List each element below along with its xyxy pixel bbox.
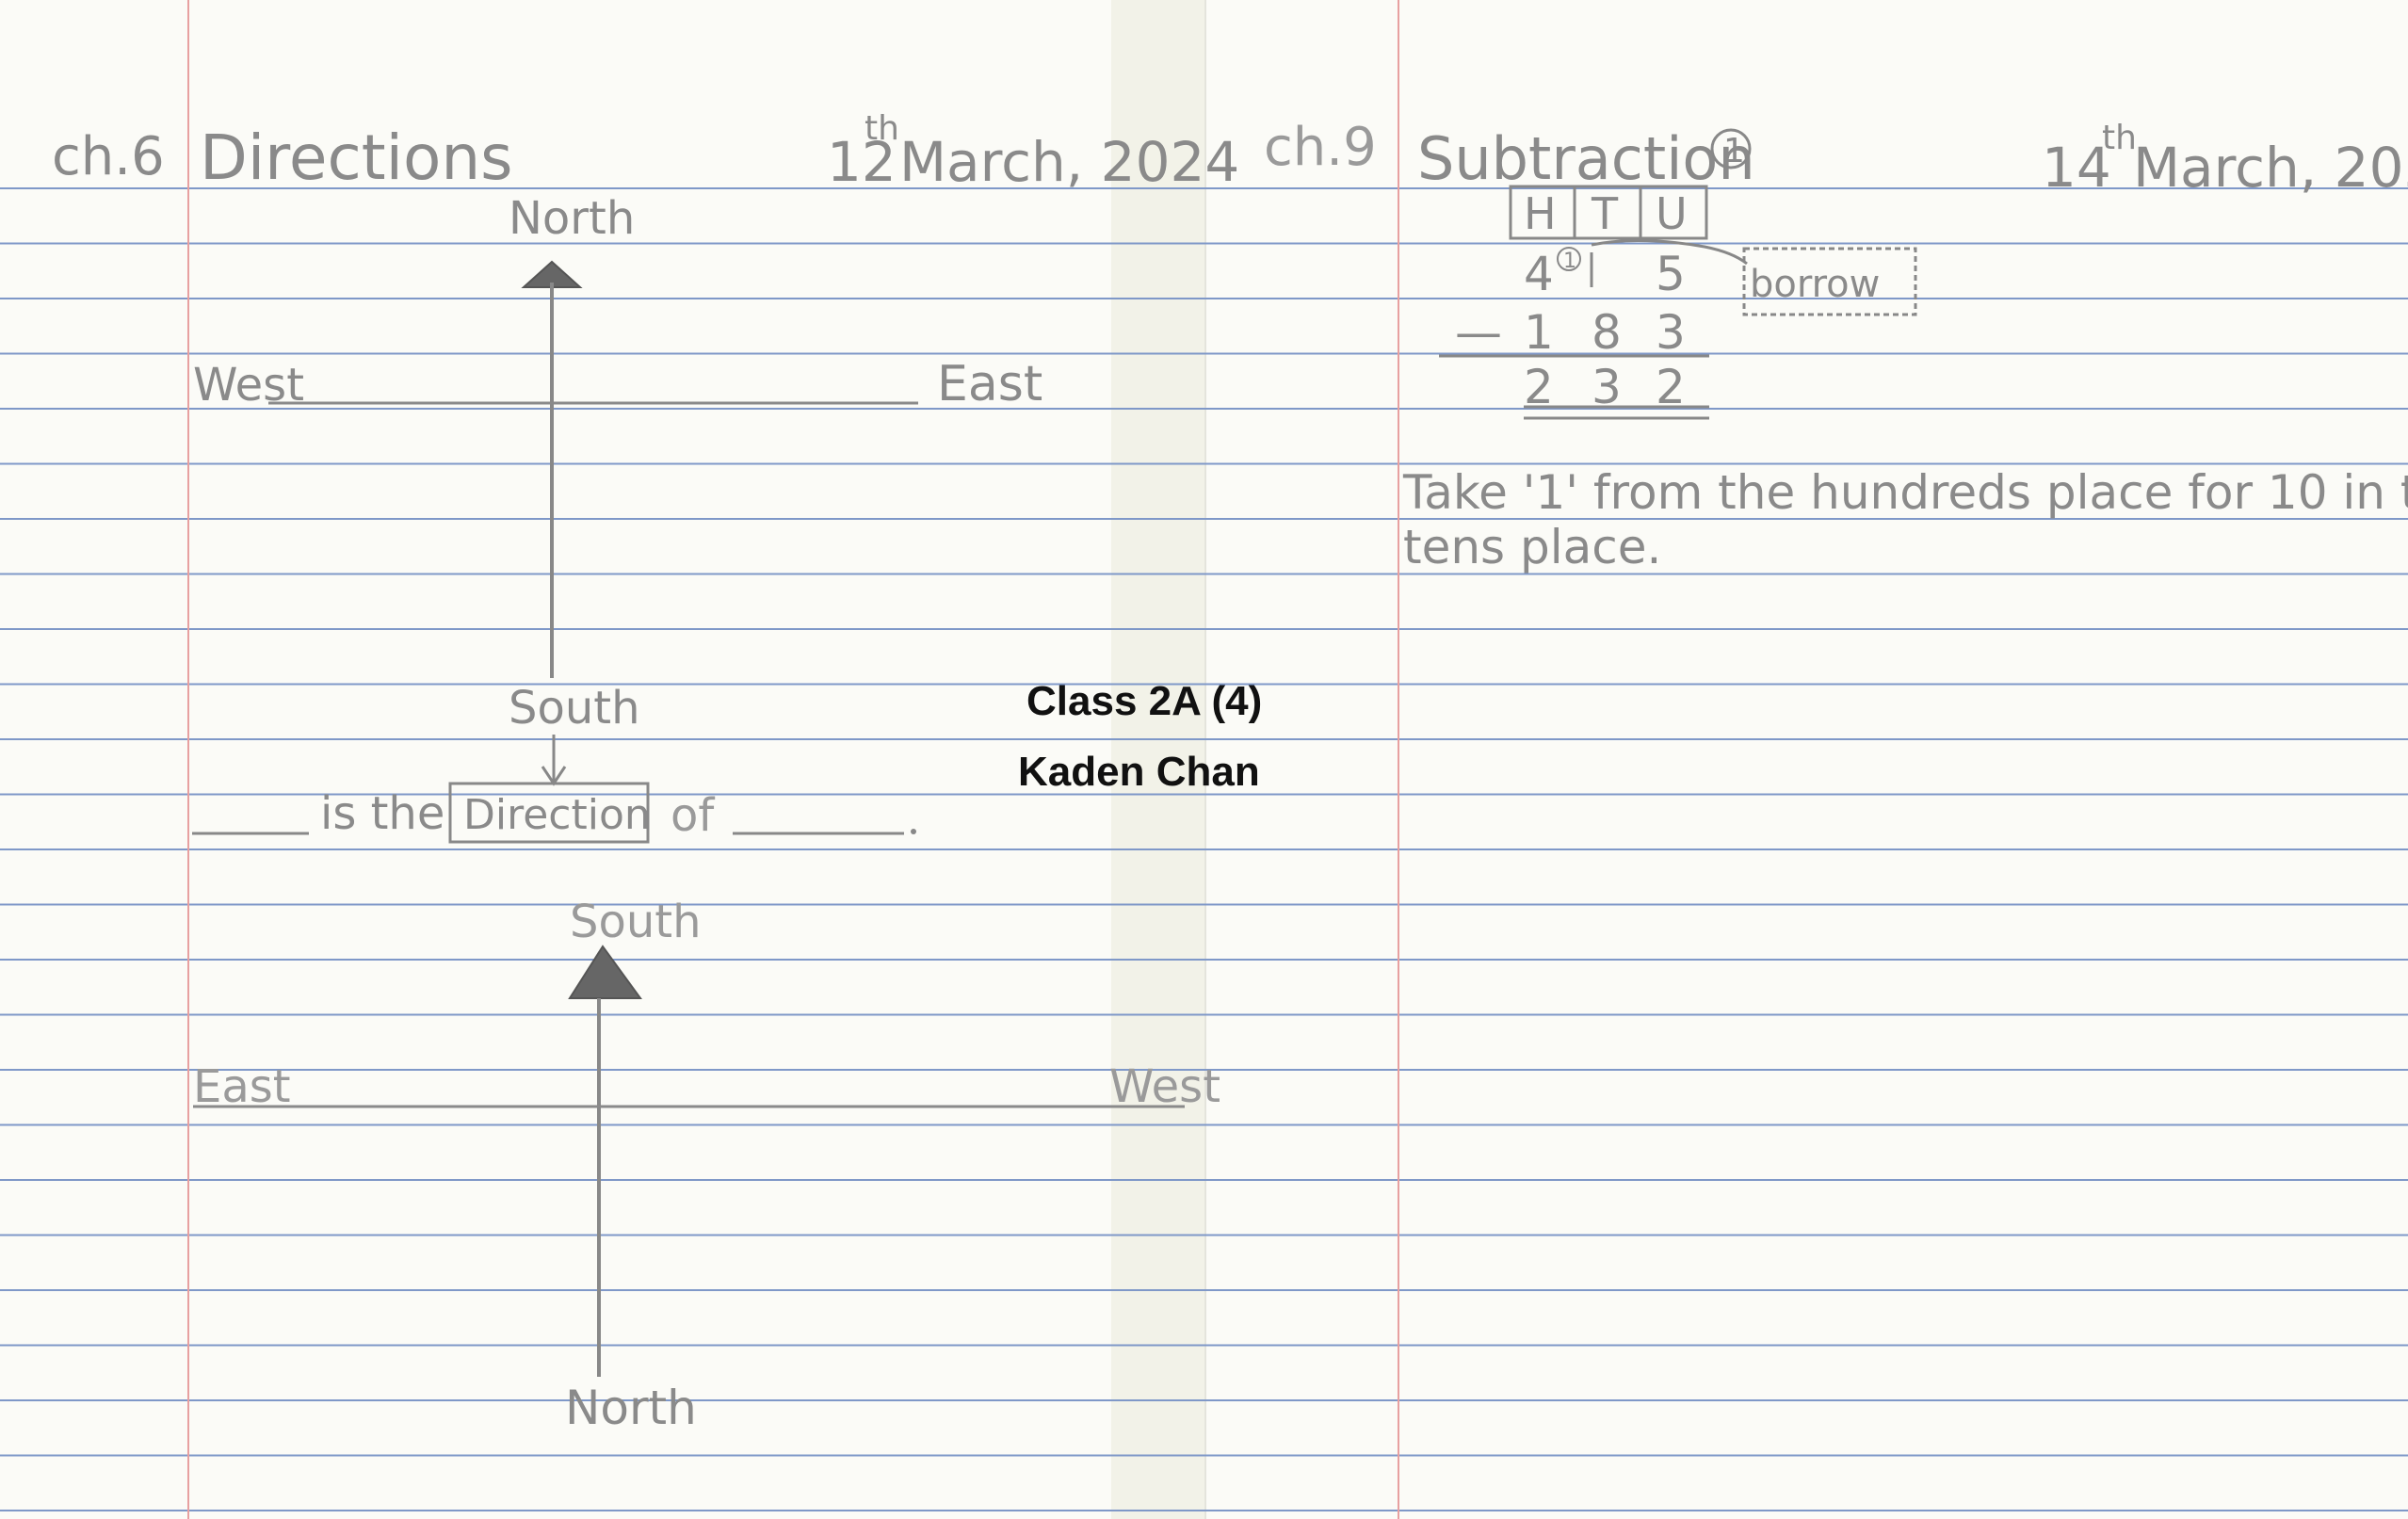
page-title-left: Directions [200,121,513,194]
explanation-line-1: Take '1' from the hundreds place for 10 … [1402,465,2408,520]
ruled-lines [0,187,2408,1511]
class-label: Class 2A (4) [1026,678,1263,724]
date-suffix-right: th [2102,119,2137,157]
explanation-line-2: tens place. [1403,520,1661,574]
title-number-circle [1710,128,1752,170]
south-arrow-icon [568,945,642,999]
row2-units: 3 [1656,305,1686,360]
subtraction-working: H T U 4 1 5 borrow — 1 8 3 2 3 2 [1439,185,1917,420]
sentence-middle: is the [320,787,444,840]
column-header-h: H [1524,188,1557,239]
compass2-left-label: East [193,1060,291,1113]
direction-sentence: is the Direction of [192,782,916,844]
row1-hundreds: 4 [1524,247,1554,301]
page-gutter [1111,0,1205,1519]
sentence-end: of [671,789,715,842]
result-hundreds: 2 [1524,360,1554,414]
row2-tens: 8 [1592,305,1622,360]
compass1-right-label: East [937,356,1042,412]
compass2-right-label: West [1109,1060,1220,1113]
title-number: 1 [1723,132,1745,170]
place-value-header [1509,185,1708,240]
borrow-label-box [1742,247,1917,316]
column-header-u: U [1656,188,1688,239]
date-day-left: 12 [827,130,897,194]
minus-sign: — [1455,305,1502,360]
chapter-label-right: ch.9 [1264,117,1377,178]
date-rest-left: March, 2024 [899,130,1239,194]
chapter-label-left: ch.6 [52,126,165,187]
student-name: Kaden Chan [1018,749,1260,795]
compass2-top-label: South [570,896,702,948]
row2-hundreds: 1 [1524,305,1554,360]
date-rest-right: March, 2024 [2133,136,2408,200]
direction-box [448,782,650,844]
row1-units: 5 [1656,247,1686,301]
borrow-mark: 1 [1563,250,1576,273]
borrow-label: borrow [1750,263,1880,306]
compass-diagram-2: South East West North [193,896,1220,1435]
sentence-box-label: Direction [463,791,651,839]
result-units: 2 [1656,360,1686,414]
compass1-top-label: North [509,192,635,245]
column-header-t: T [1591,188,1619,239]
compass2-bottom-label: North [565,1381,697,1435]
result-tens: 3 [1592,360,1622,414]
page-title-right: Subtraction [1417,124,1755,193]
date-suffix-left: th [865,109,899,148]
date-day-right: 14 [2042,136,2111,200]
compass1-bottom-label: South [509,682,640,735]
compass-diagram-1: North West East South [193,192,1042,786]
